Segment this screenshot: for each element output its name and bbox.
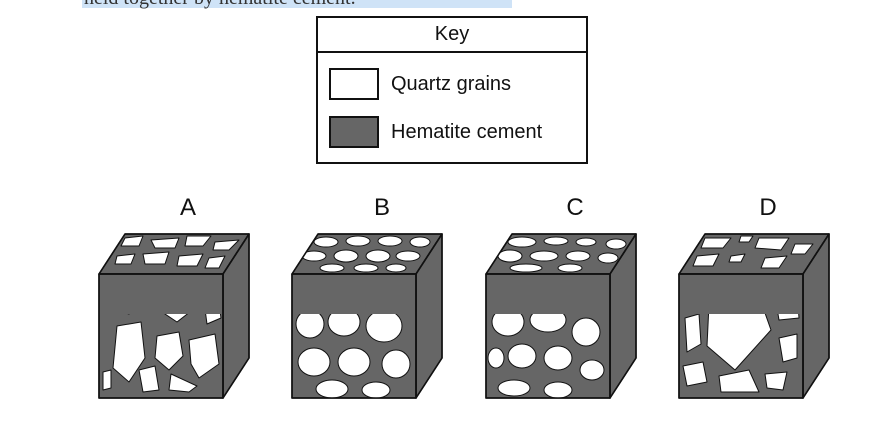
header-text: held together by hematite cement. — [84, 0, 356, 10]
key-box: Key Quartz grains Hematite cement — [316, 16, 588, 164]
key-title: Key — [318, 18, 586, 53]
cube-label-a: A — [179, 194, 196, 221]
rock-cube-d — [678, 233, 830, 399]
cube-label-d: D — [759, 194, 777, 221]
quartz-swatch — [329, 68, 379, 100]
cube-label-c: C — [566, 194, 584, 221]
rock-cube-c — [485, 233, 637, 399]
key-item-quartz: Quartz grains — [329, 68, 511, 100]
key-item-label: Quartz grains — [391, 72, 512, 95]
highlighted-text-fragment: held together by hematite cement. — [82, 0, 512, 10]
hematite-swatch — [329, 116, 379, 148]
key-item-label: Hematite cement — [391, 120, 543, 143]
key-item-hematite: Hematite cement — [329, 116, 542, 148]
rock-cube-b — [291, 233, 443, 399]
cube-label-b: B — [373, 194, 390, 221]
rock-cube-a — [98, 233, 250, 399]
